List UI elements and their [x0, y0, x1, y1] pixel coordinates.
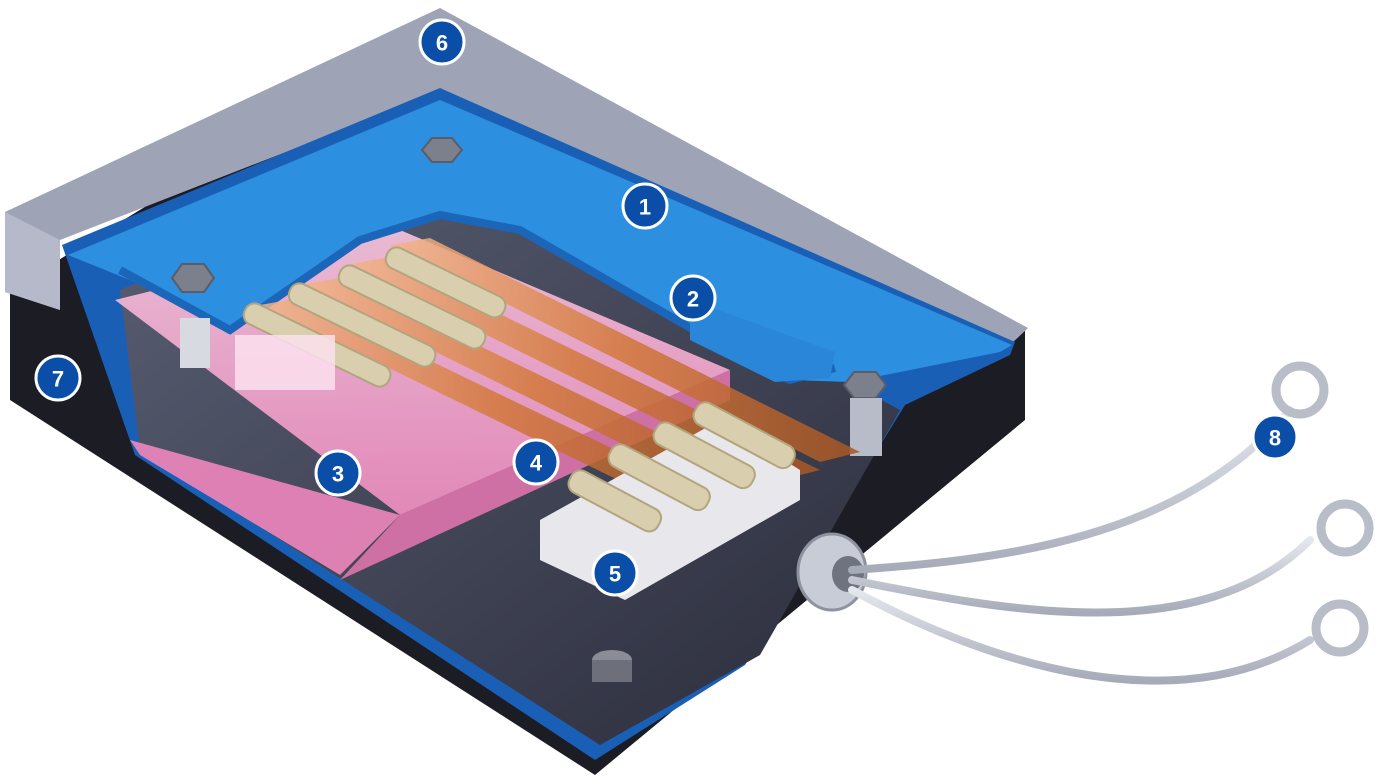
callout-5: 5	[591, 549, 639, 597]
ring-terminal-icon	[1271, 361, 1329, 419]
clamp-strips-lower	[567, 401, 796, 533]
callout-1: 1	[621, 182, 669, 230]
ring-terminal-icon	[1316, 499, 1374, 557]
cables	[848, 406, 1314, 685]
pink-block-side	[130, 440, 400, 575]
terminal-block	[235, 335, 335, 390]
svg-text:5: 5	[609, 562, 621, 587]
hex-bolt-icon	[420, 137, 464, 163]
svg-text:4: 4	[530, 451, 543, 476]
callout-7: 7	[34, 354, 82, 402]
standoff-post	[850, 398, 882, 456]
housing-rim	[5, 8, 1028, 345]
callout-4: 4	[512, 438, 560, 486]
callout-2: 2	[669, 274, 717, 322]
standoff-post	[592, 660, 632, 682]
hex-bolt-icon	[842, 371, 888, 399]
svg-text:6: 6	[436, 31, 448, 56]
svg-text:7: 7	[52, 367, 64, 392]
callout-8: 8	[1251, 413, 1299, 461]
svg-text:1: 1	[639, 195, 651, 220]
top-plate-tab	[690, 300, 835, 382]
ring-terminal-icon	[1311, 599, 1369, 657]
callout-6: 6	[418, 18, 466, 66]
hex-bolt-icon	[170, 263, 216, 293]
housing-rim-front	[5, 212, 60, 310]
svg-text:2: 2	[687, 287, 699, 312]
svg-text:3: 3	[332, 462, 344, 487]
callout-3: 3	[314, 449, 362, 497]
svg-text:8: 8	[1269, 426, 1281, 451]
ring-terminals	[1271, 361, 1374, 657]
cable-gland	[832, 556, 864, 592]
standoff-post	[180, 318, 210, 368]
